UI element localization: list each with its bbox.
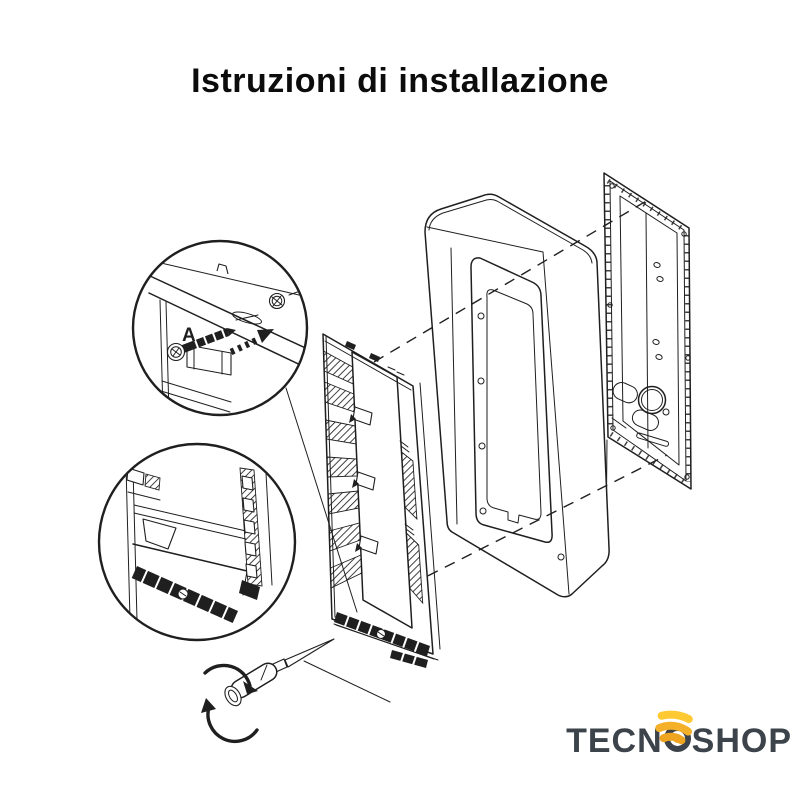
callout-circle-top	[131, 239, 309, 417]
slot-oval	[232, 311, 262, 325]
callout-circle-bottom	[97, 442, 297, 642]
page-title: Istruzioni di installazione	[191, 62, 609, 100]
brand-logo: TECN SHOP	[566, 710, 792, 760]
detail-callout-terminal-strip	[97, 442, 297, 642]
screwdriver-pointer-line	[303, 660, 391, 703]
screw-label: A	[182, 325, 196, 346]
screwdriver	[201, 638, 335, 744]
detail-callout-screw-insertion: A	[131, 239, 309, 417]
wifi-signal-icon	[655, 710, 693, 745]
screw-a	[166, 328, 236, 362]
terminal-strip	[333, 612, 435, 668]
protective-rain-hood	[424, 193, 610, 598]
logo-o-mark	[655, 710, 693, 752]
alignment-dashed-lines	[373, 199, 668, 594]
callout-leader-line	[285, 387, 358, 613]
logo-text-right: SHOP	[691, 722, 792, 760]
rotation-arrows-icon	[201, 663, 259, 744]
module-frame	[322, 333, 441, 668]
logo-text-left: TECN	[566, 722, 663, 760]
flush-mount-back-box	[603, 172, 692, 549]
module-latch	[349, 406, 379, 555]
insert-arrow-icon	[229, 329, 274, 355]
